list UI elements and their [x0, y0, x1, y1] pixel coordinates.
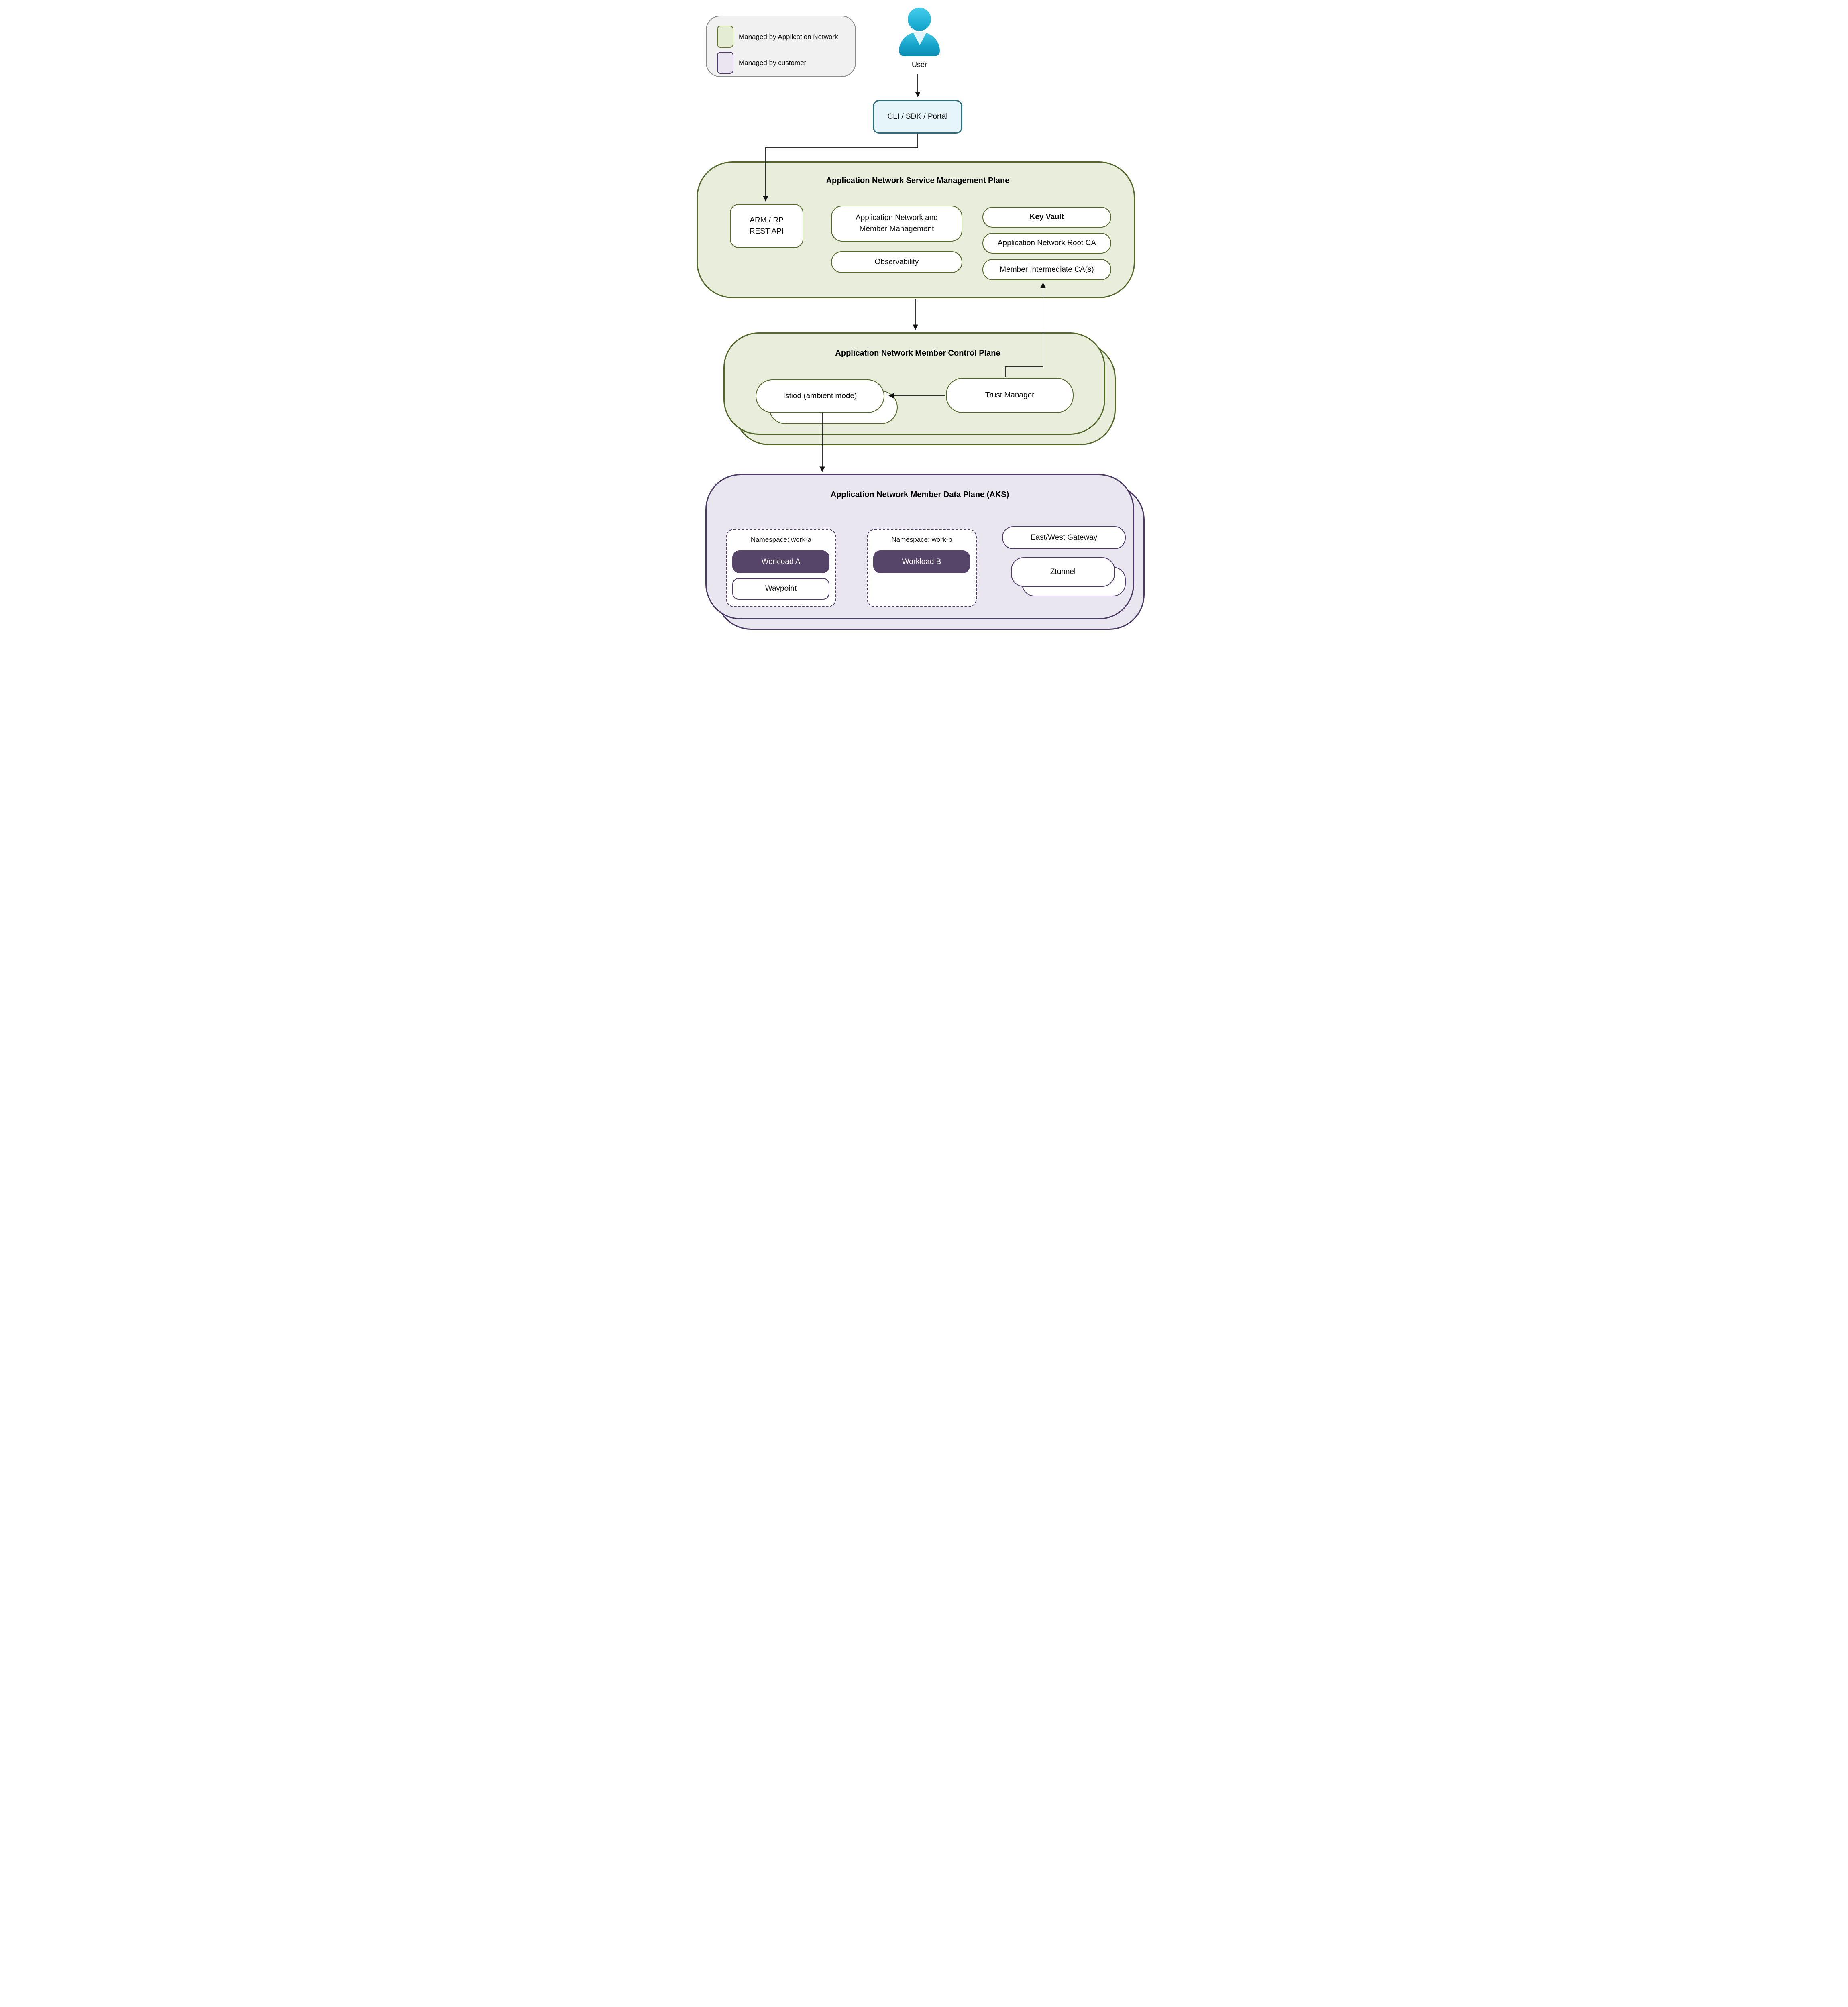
cli-sdk-portal-node: CLI / SDK / Portal — [873, 100, 962, 134]
workload-a-label: Workload A — [761, 557, 801, 566]
namespace-work-a-label: Namespace: work-a — [750, 536, 812, 543]
trust-manager-node: Trust Manager — [946, 378, 1074, 413]
data-plane-title: Application Network Member Data Plane (A… — [830, 490, 1009, 499]
user-icon — [908, 8, 931, 31]
user-label: User — [911, 60, 927, 69]
member-intermediate-ca-node: Member Intermediate CA(s) — [982, 259, 1111, 280]
root-ca-node: Application Network Root CA — [982, 233, 1111, 254]
observability-label: Observability — [874, 258, 919, 266]
arm-api-line2: REST API — [749, 227, 784, 236]
member-intermediate-ca-label: Member Intermediate CA(s) — [1000, 265, 1094, 274]
arm-api-line1: ARM / RP — [750, 216, 784, 225]
key-vault-node: Key Vault — [982, 207, 1111, 228]
observability-node: Observability — [831, 251, 962, 273]
east-west-gateway-label: East/West Gateway — [1030, 533, 1098, 542]
cli-sdk-portal-label: CLI / SDK / Portal — [887, 112, 948, 121]
ztunnel-label: Ztunnel — [1050, 568, 1076, 576]
workload-b-node: Workload B — [873, 550, 970, 573]
management-plane-title: Application Network Service Management P… — [826, 176, 1010, 185]
namespace-work-b-label: Namespace: work-b — [891, 536, 952, 543]
root-ca-label: Application Network Root CA — [998, 239, 1096, 247]
waypoint-node: Waypoint — [732, 578, 829, 600]
user-icon-body — [899, 32, 940, 56]
key-vault-label: Key Vault — [1029, 213, 1064, 221]
legend: Managed by Application Network Managed b… — [706, 16, 856, 77]
legend-item-label: Managed by customer — [739, 59, 807, 67]
arm-rest-api-node: ARM / RP REST API — [730, 204, 803, 248]
workload-b-label: Workload B — [902, 557, 941, 566]
member-mgmt-line2: Member Management — [859, 225, 934, 233]
waypoint-label: Waypoint — [765, 584, 797, 593]
member-mgmt-line1: Application Network and — [856, 214, 938, 222]
user-icon-collar — [913, 32, 927, 45]
ztunnel-node: Ztunnel — [1011, 557, 1115, 587]
architecture-diagram: Managed by Application Network Managed b… — [693, 0, 1155, 633]
control-plane-title: Application Network Member Control Plane — [835, 348, 1000, 358]
east-west-gateway-node: East/West Gateway — [1002, 526, 1126, 549]
istiod-node: Istiod (ambient mode) — [756, 379, 884, 413]
trust-manager-label: Trust Manager — [985, 391, 1035, 399]
network-member-management-node: Application Network and Member Managemen… — [831, 206, 962, 242]
managed-by-customer-swatch-icon — [717, 52, 733, 74]
workload-a-node: Workload A — [732, 550, 829, 573]
managed-by-app-network-swatch-icon — [717, 26, 733, 48]
legend-item-label: Managed by Application Network — [739, 33, 838, 41]
istiod-label: Istiod (ambient mode) — [783, 392, 857, 400]
